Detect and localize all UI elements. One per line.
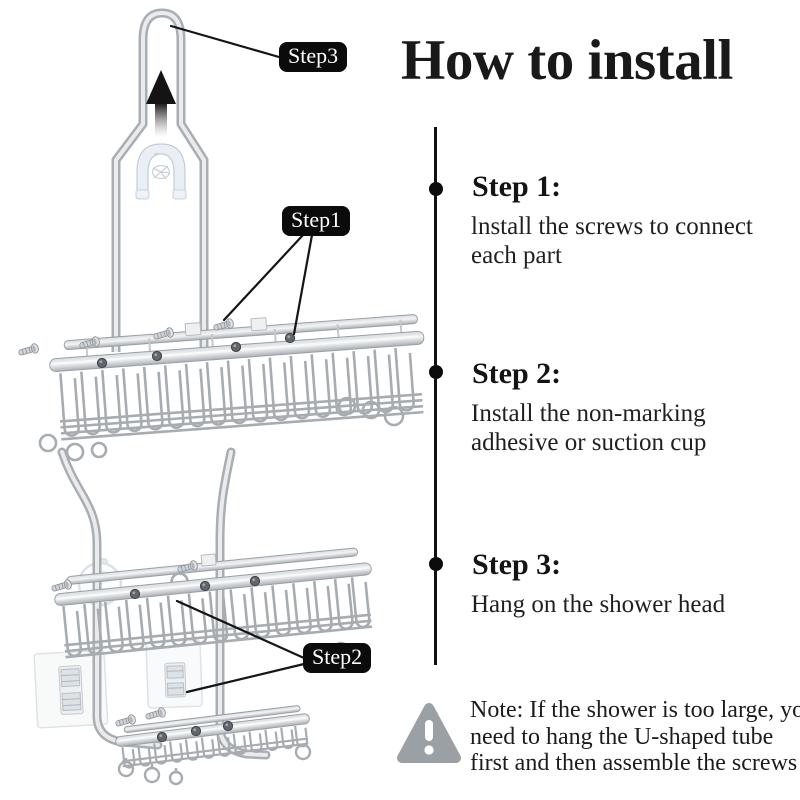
up-arrow-icon [146,70,176,137]
diagram-label-step1: Step1 [282,206,351,236]
note-text: Note: If the shower is too large, you ne… [470,697,800,777]
bolt [222,720,234,732]
leader-lines [169,24,314,694]
step1-body-line: lnstall the screws to connect [471,213,753,240]
bolt [284,332,296,344]
note-line: first and then assemble the screws [470,750,798,776]
timeline-bullet [429,182,443,196]
shower-head-hook [135,143,187,200]
step2-body: Install the non-marking adhesive or suct… [471,399,706,457]
timeline-bullet [429,365,443,379]
product-illustration [17,8,425,786]
bolt [151,350,163,362]
step1-body: lnstall the screws to connect each part [471,212,753,270]
upper-basket [49,314,425,441]
timeline-bullet [429,557,443,571]
bolt [199,580,211,592]
bolt [156,731,168,743]
step3-body: Hang on the shower head [471,590,725,619]
step2-heading: Step 2: [472,357,562,390]
hanger-tube [111,8,209,352]
step2-body-line: adhesive or suction cup [471,429,707,456]
note-line: Note: If the shower is too large, you [470,697,800,723]
page-title: How to install [401,29,733,92]
bolt [96,357,108,369]
step2-body-line: Install the non-marking [471,400,706,427]
step3-body-line: Hang on the shower head [471,591,726,618]
bolt [129,588,141,600]
basket-hooks [38,396,405,462]
soap-dish [115,705,310,770]
bolt [190,725,202,737]
diagram-label-step3: Step3 [279,42,348,72]
bolt [249,575,261,587]
timeline-line [434,127,437,665]
diagram-label-step2: Step2 [303,643,372,673]
step3-heading: Step 3: [472,548,562,581]
adhesive-pad [145,639,203,709]
dish-hooks [117,743,312,786]
step1-heading: Step 1: [472,170,562,203]
warning-icon [396,700,462,770]
note-line: need to hang the U-shaped tube [470,723,774,750]
step1-body-line: each part [471,242,562,269]
bolt [230,341,242,353]
